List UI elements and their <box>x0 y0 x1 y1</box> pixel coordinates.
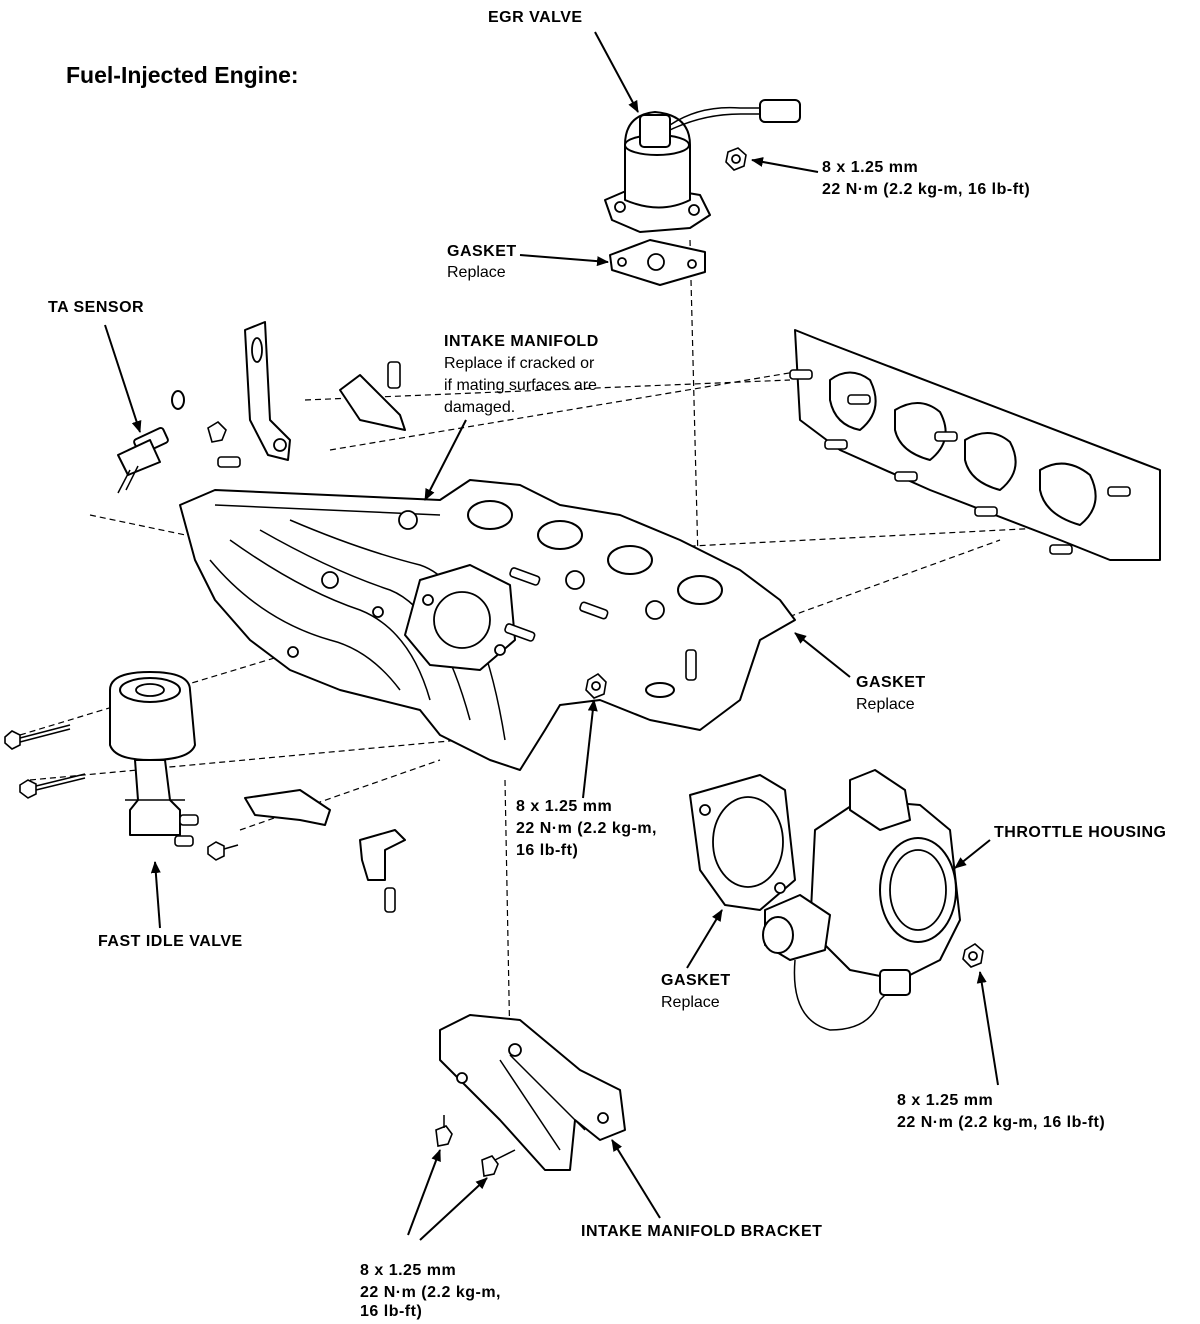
throttle-spec-size: 8 x 1.25 mm <box>897 1092 994 1109</box>
center-spec-torque-1: 22 N·m (2.2 kg-m, <box>516 820 657 837</box>
bracket-spec-size: 8 x 1.25 mm <box>360 1262 457 1279</box>
bracket-label: INTAKE MANIFOLD BRACKET <box>581 1223 823 1240</box>
center-spec-size: 8 x 1.25 mm <box>516 798 613 815</box>
manifold-gasket-note: Replace <box>856 696 915 713</box>
small-brackets-drawing <box>244 789 406 913</box>
egr-gasket-note: Replace <box>447 264 506 281</box>
throttle-spec-torque: 22 N·m (2.2 kg-m, 16 lb-ft) <box>897 1114 1106 1131</box>
manifold-gasket-label: GASKET <box>856 674 926 691</box>
ta-sensor-label: TA SENSOR <box>48 299 145 316</box>
egr-valve-label: EGR VALVE <box>488 9 583 26</box>
fast-idle-valve-drawing <box>109 671 199 847</box>
throttle-gasket-drawing <box>689 774 796 911</box>
intake-manifold-bracket-drawing <box>435 1014 626 1177</box>
intake-manifold-label: INTAKE MANIFOLD <box>444 333 599 350</box>
center-spec-torque-2: 16 lb-ft) <box>516 842 579 859</box>
egr-valve-drawing <box>604 99 801 233</box>
intake-manifold-note-2: if mating surfaces are <box>444 377 597 394</box>
page-title: Fuel-Injected Engine: <box>66 62 299 88</box>
egr-nut-drawing <box>725 147 747 171</box>
throttle-housing-label: THROTTLE HOUSING <box>994 824 1167 841</box>
egr-spec-size: 8 x 1.25 mm <box>822 159 919 176</box>
intake-manifold-note-3: damaged. <box>444 399 516 416</box>
leader-arrows <box>104 31 999 1241</box>
throttle-gasket-label: GASKET <box>661 972 731 989</box>
egr-gasket-drawing <box>609 239 706 286</box>
egr-spec-torque: 22 N·m (2.2 kg-m, 16 lb-ft) <box>822 181 1031 198</box>
long-bolts-drawing <box>4 724 239 861</box>
upper-bracket-drawing <box>207 321 406 468</box>
throttle-gasket-note: Replace <box>661 994 720 1011</box>
throttle-housing-drawing <box>762 769 984 1031</box>
intake-manifold-note-1: Replace if cracked or <box>444 355 595 372</box>
intake-manifold-drawing <box>179 479 796 771</box>
manifold-gasket-drawing <box>789 329 1161 561</box>
ta-sensor-drawing <box>117 390 185 494</box>
fast-idle-valve-label: FAST IDLE VALVE <box>98 933 243 950</box>
bracket-spec-torque-1: 22 N·m (2.2 kg-m, <box>360 1284 501 1301</box>
egr-gasket-label: GASKET <box>447 243 517 260</box>
bracket-spec-torque-2: 16 lb-ft) <box>360 1303 423 1320</box>
